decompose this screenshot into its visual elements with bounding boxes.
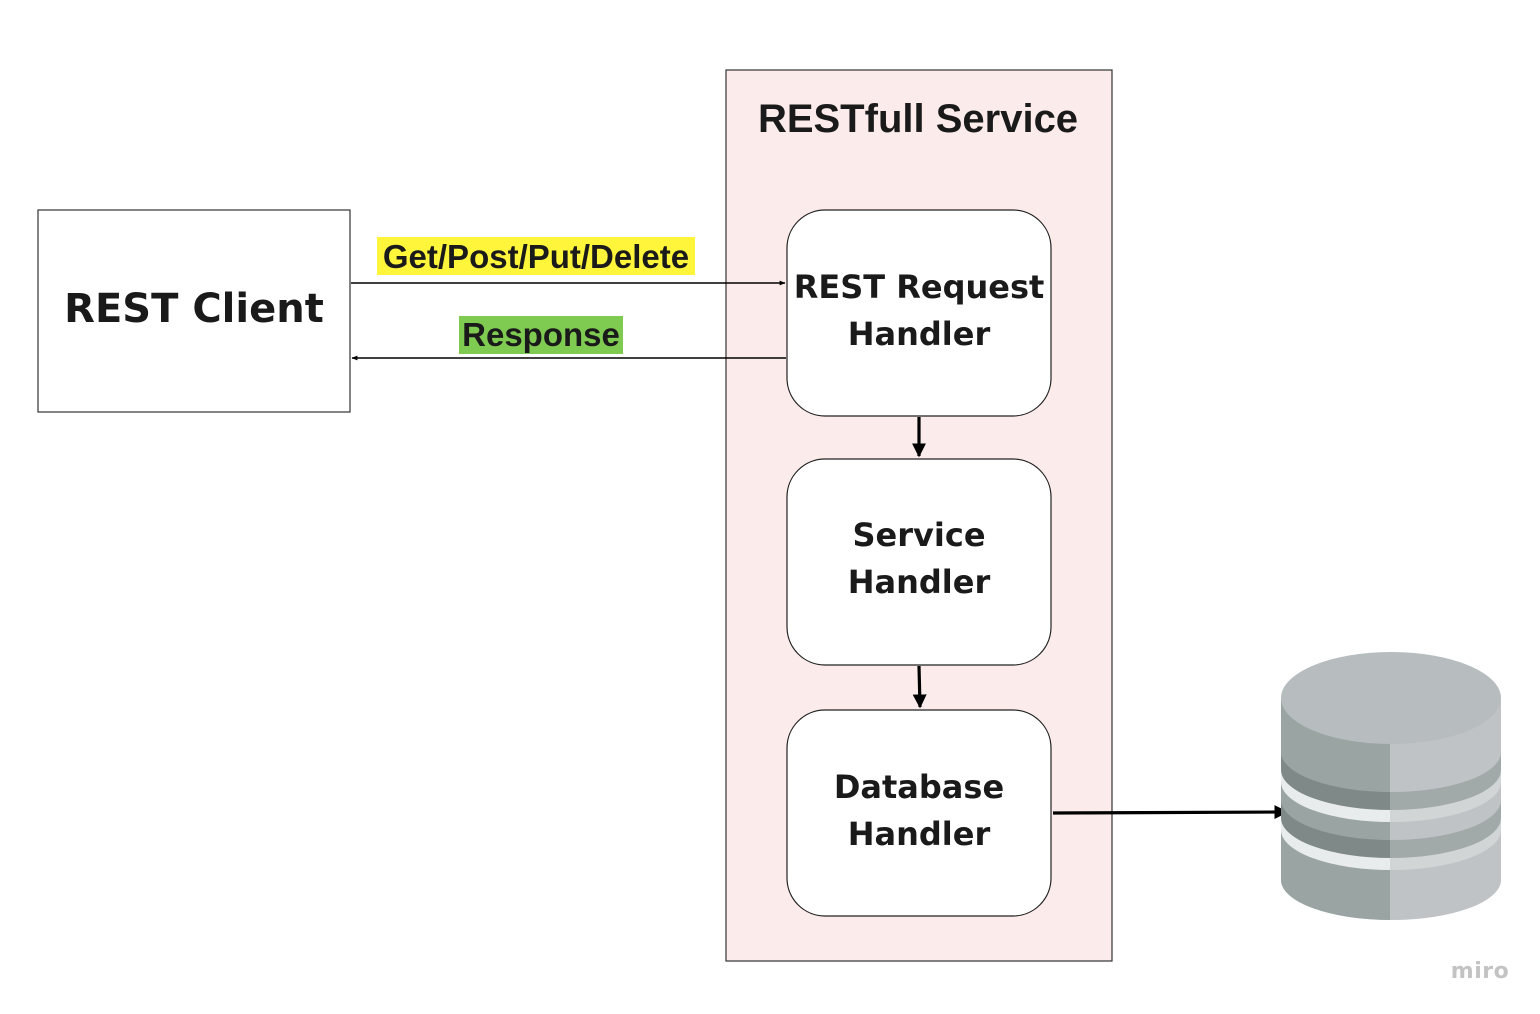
rest-request-handler-node: REST Request Handler (786, 209, 1052, 417)
rest-client-title: REST Client (64, 286, 324, 332)
database-icon (1281, 652, 1501, 920)
service-handler-box (786, 458, 1052, 666)
response-arrow: Response (351, 316, 786, 361)
service-title: RESTfull Service (758, 97, 1078, 141)
database-handler-box (786, 709, 1052, 917)
rest-request-handler-box (786, 209, 1052, 417)
service-to-database-handler-arrow (912, 665, 927, 709)
request-label-highlight (377, 237, 695, 275)
response-label: Response (462, 316, 620, 353)
rest-client-box (37, 209, 351, 413)
rest-request-handler-line1: REST Request (794, 268, 1045, 306)
service-handler-node: Service Handler (786, 458, 1052, 666)
request-arrow: Get/Post/Put/Delete (351, 237, 786, 286)
rest-request-handler-line2: Handler (848, 315, 991, 353)
miro-watermark: miro (1451, 959, 1509, 984)
database-handler-line2: Handler (848, 815, 991, 853)
database-handler-to-db-arrow (1052, 805, 1289, 820)
database-handler-node: Database Handler (786, 709, 1052, 917)
response-label-highlight (459, 316, 623, 354)
database-handler-line1: Database (834, 768, 1004, 806)
rest-client-node: REST Client (37, 209, 351, 413)
service-handler-line2: Handler (848, 563, 991, 601)
service-handler-line1: Service (852, 516, 985, 554)
request-label: Get/Post/Put/Delete (383, 238, 689, 275)
